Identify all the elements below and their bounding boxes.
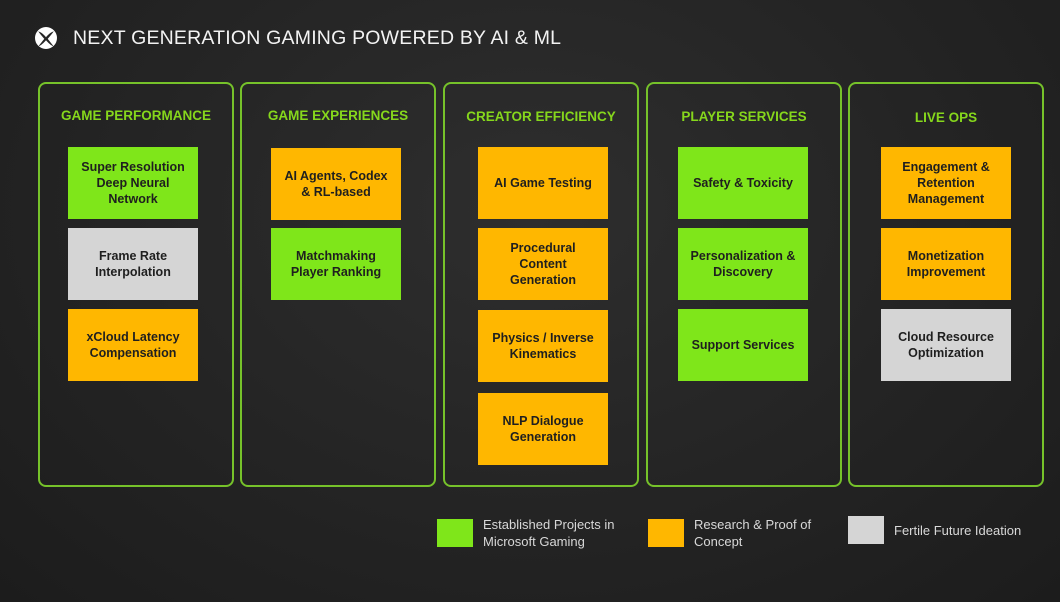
legend-item-established: Established Projects in Microsoft Gaming <box>437 516 615 550</box>
header: NEXT GENERATION GAMING POWERED BY AI & M… <box>34 24 561 52</box>
card-ai-agents-codex-rl-based: AI Agents, Codex & RL-based <box>271 148 401 220</box>
legend-label: Research & Proof of Concept <box>694 517 812 549</box>
card-xcloud-latency-compensation: xCloud Latency Compensation <box>68 309 198 381</box>
legend-swatch <box>648 519 684 547</box>
card-support-services: Support Services <box>678 309 808 381</box>
legend-label: Fertile Future Ideation <box>894 522 1022 538</box>
column-title: PLAYER SERVICES <box>681 109 807 124</box>
column-title: GAME EXPERIENCES <box>267 108 409 123</box>
card-physics-inverse-kinematics: Physics / Inverse Kinematics <box>478 310 608 382</box>
card-matchmaking-player-ranking: Matchmaking Player Ranking <box>271 228 401 300</box>
card-ai-game-testing: AI Game Testing <box>478 147 608 219</box>
page-title: NEXT GENERATION GAMING POWERED BY AI & M… <box>73 26 562 49</box>
column-game-experiences: GAME EXPERIENCES <box>240 82 436 487</box>
legend-swatch <box>437 519 473 547</box>
legend-item-research: Research & Proof of Concept <box>648 516 811 550</box>
legend-label: Established Projects in Microsoft Gaming <box>483 517 615 549</box>
legend-swatch <box>848 516 884 544</box>
column-game-performance: GAME PERFORMANCE <box>38 82 234 487</box>
column-player-services: PLAYER SERVICES <box>646 82 842 487</box>
card-safety-toxicity: Safety & Toxicity <box>678 147 808 219</box>
card-monetization-improvement: Monetization Improvement <box>881 228 1011 300</box>
column-title: GAME PERFORMANCE <box>60 108 211 123</box>
column-creator-efficiency: CREATOR EFFICIENCY <box>443 82 639 487</box>
column-title: LIVE OPS <box>914 110 978 125</box>
column-title: CREATOR EFFICIENCY <box>466 109 616 124</box>
legend-item-future: Fertile Future Ideation <box>848 516 1021 544</box>
column-live-ops: LIVE OPS <box>848 82 1044 487</box>
card-cloud-resource-optimization: Cloud Resource Optimization <box>881 309 1011 381</box>
card-super-resolution-deep-neural-network: Super Resolution Deep Neural Network <box>68 147 198 219</box>
card-engagement-retention-management: Engagement & Retention Management <box>881 147 1011 219</box>
card-personalization-discovery: Personalization & Discovery <box>678 228 808 300</box>
card-frame-rate-interpolation: Frame Rate Interpolation <box>68 228 198 300</box>
card-nlp-dialogue-generation: NLP Dialogue Generation <box>478 393 608 465</box>
card-procedural-content-generation: Procedural Content Generation <box>478 228 608 300</box>
xbox-logo-icon <box>34 26 58 50</box>
